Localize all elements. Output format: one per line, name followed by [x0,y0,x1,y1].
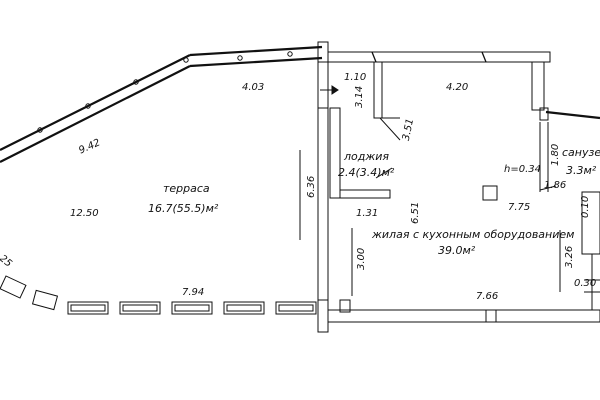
terrace-planters [0,275,317,315]
terrace-railing-diagonal [0,54,191,163]
terrace-area: 16.7(55.5)м² [148,202,219,215]
right-dim-c: 0.30 [574,278,596,289]
right-dim-a: 0.10 [580,196,591,218]
entrance-arrow-icon [320,85,339,95]
interior-wall-right [531,61,600,121]
bathroom-dim-a: 1.80 [550,144,561,166]
loggia-partition [329,61,400,199]
interior-wall-bottom [327,299,600,323]
terrace-dim-partial: 25 [0,253,14,270]
column-marker [482,185,498,201]
living-dim-right: 7.75 [508,202,530,213]
living-label: жилая с кухонным оборудованием [371,228,574,241]
right-dim-b: 3.26 [564,246,575,268]
loggia-dim-diagonal: 3.51 [401,118,416,142]
terrace-dim-top: 4.03 [242,82,264,93]
terrace-dim-bottom: 7.94 [182,287,204,298]
living-dim-vertical: 6.51 [410,202,421,224]
loggia-label: лоджия [343,150,389,163]
bathroom-walls [539,122,600,310]
terrace-railing-top [189,45,323,68]
loggia-dim-left: 3.14 [354,86,365,108]
bathroom-label: санузел [562,146,600,159]
interior-wall-top [327,51,551,63]
loggia-dim-bottom: 1.31 [356,208,378,219]
terrace-dim-diagonal: 9.42 [77,137,102,156]
bathroom-dim-b: 1.86 [544,180,566,191]
living-dim-top: 4.20 [446,82,468,93]
loggia-area: 2.4(3.4)м² [338,166,395,179]
loggia-dim-top: 1.10 [344,72,366,83]
terrace-dim-left: 12.50 [70,208,99,219]
living-dim-left-lower: 3.00 [356,248,367,270]
terrace-label: терраса [163,182,210,195]
living-area: 39.0м² [438,244,476,257]
living-height: h=0.34 [504,164,541,175]
exterior-wall-left [317,41,329,333]
bathroom-area: 3.3м² [566,164,597,177]
dimension-lines [299,117,561,296]
living-dim-bottom: 7.66 [476,291,498,302]
overall-dim-vertical: 6.36 [306,176,317,198]
